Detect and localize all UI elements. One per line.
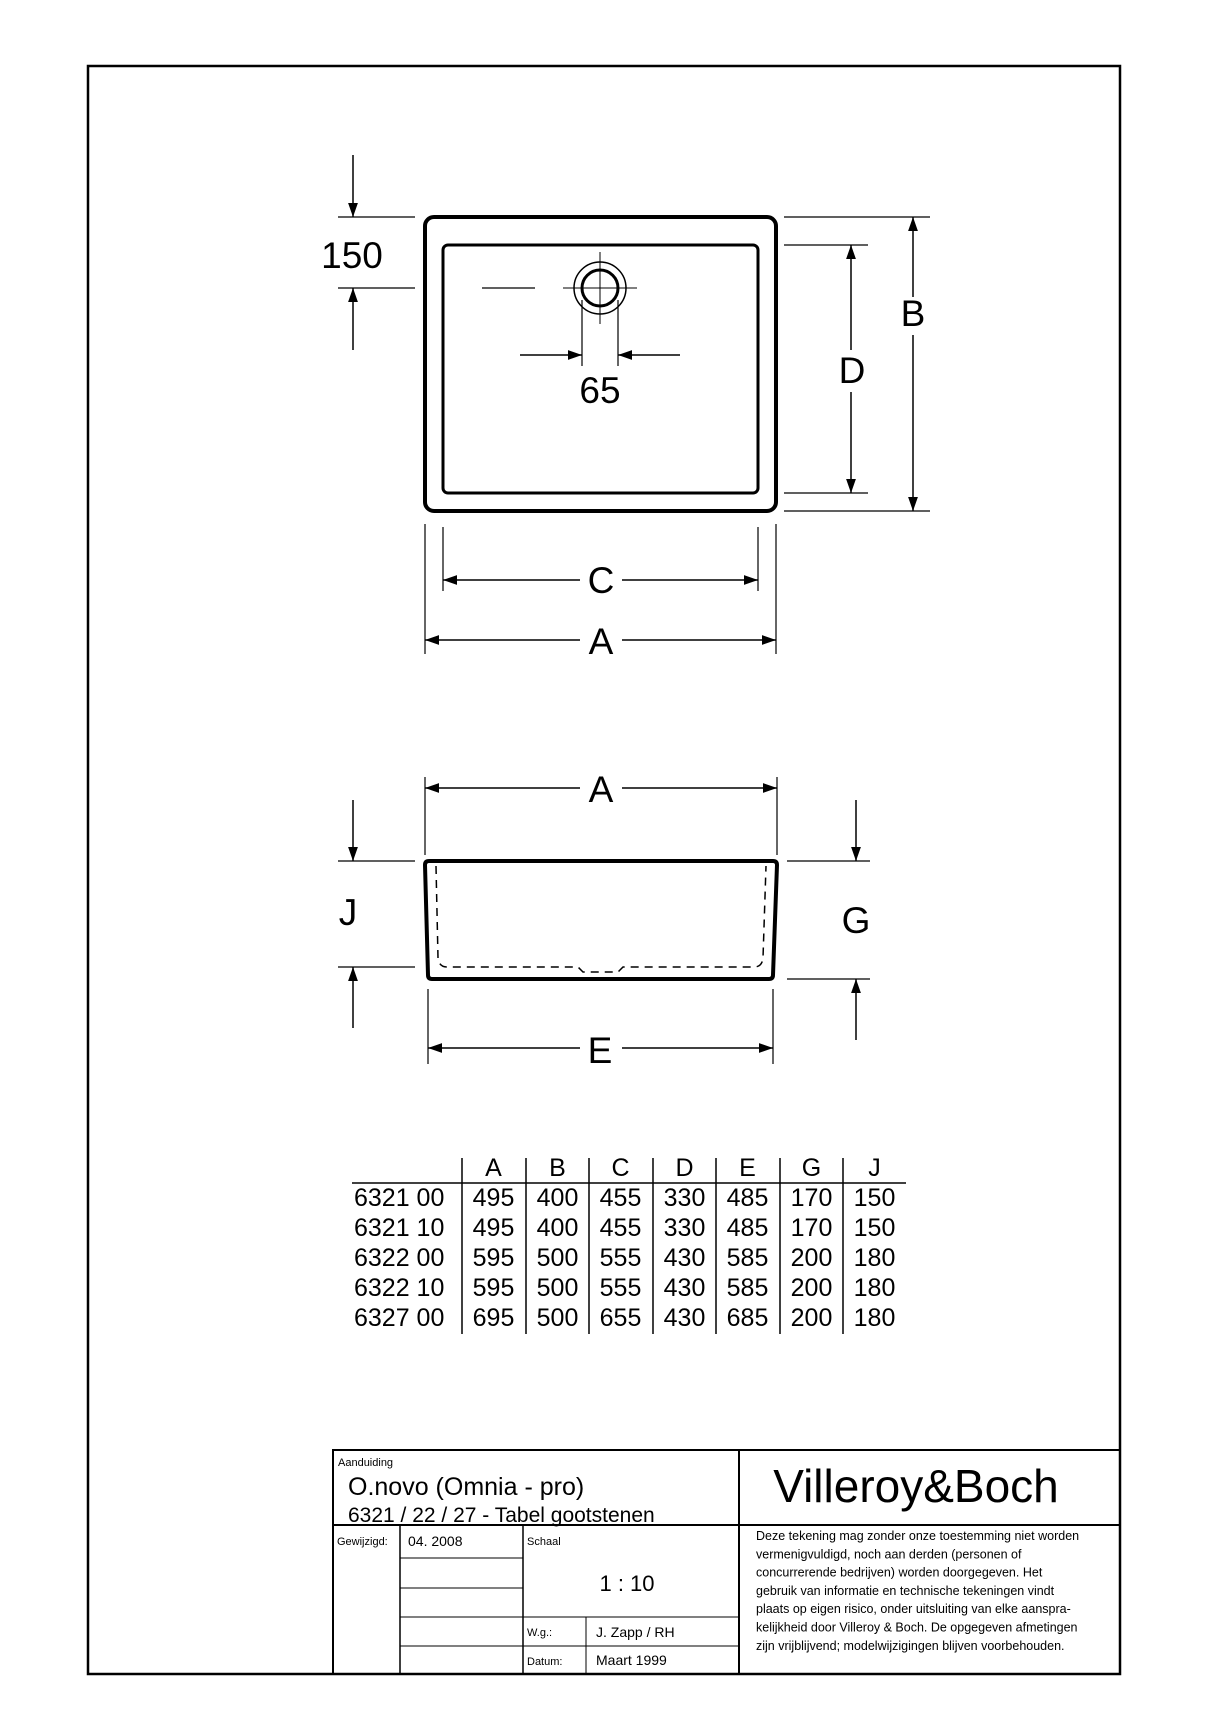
table-cell: 455 — [600, 1214, 642, 1242]
dimension-table: A B C D E G J 6321 00 495 400 455 330 485 170 150 6321 … — [352, 1154, 906, 1334]
table-cell: 200 — [791, 1274, 833, 1302]
sink-outer-rim — [423, 215, 778, 513]
table-cell: 200 — [791, 1304, 833, 1332]
table-cell: 500 — [537, 1304, 579, 1332]
sink-inner-bowl — [441, 243, 760, 495]
table-row-code: 6322 00 — [354, 1244, 444, 1272]
dim-D-label: D — [839, 350, 866, 391]
table-cell: 430 — [664, 1244, 706, 1272]
sink-inner-hidden-line — [435, 865, 767, 973]
table-cell: 585 — [727, 1274, 769, 1302]
dim-A-top-label: A — [589, 621, 614, 662]
schaal-label: Schaal — [527, 1536, 561, 1548]
drawing-frame — [86, 64, 1122, 1676]
disclaimer-line: Deze tekening mag zonder onze toestemmin… — [756, 1529, 1079, 1543]
table-header-cell: J — [868, 1154, 881, 1182]
gewijzigd-value: 04. 2008 — [408, 1533, 463, 1549]
dim-E-label: E — [588, 1030, 613, 1071]
table-header-cell: B — [549, 1154, 566, 1182]
dim-C-label: C — [588, 560, 615, 601]
datum-value: Maart 1999 — [596, 1652, 667, 1668]
table-cell: 330 — [664, 1184, 706, 1212]
disclaimer-line: zijn vrijblijvend; modelwijzigingen blij… — [756, 1639, 1065, 1653]
aanduiding-label: Aanduiding — [338, 1457, 393, 1469]
disclaimer-line: kelijkheid door Villeroy & Boch. De opge… — [756, 1621, 1078, 1635]
table-cell: 170 — [791, 1214, 833, 1242]
table-cell: 655 — [600, 1304, 642, 1332]
side-view — [338, 777, 870, 1064]
table-cell: 150 — [854, 1214, 896, 1242]
table-header-cell: D — [675, 1154, 693, 1182]
table-cell: 500 — [537, 1274, 579, 1302]
table-cell: 485 — [727, 1184, 769, 1212]
table-cell: 555 — [600, 1274, 642, 1302]
dim-150-label: 150 — [321, 235, 383, 276]
table-cell: 430 — [664, 1304, 706, 1332]
disclaimer-line: vermenigvuldigd, noch aan derden (person… — [756, 1547, 1022, 1561]
table-cell: 180 — [854, 1274, 896, 1302]
schaal-value: 1 : 10 — [599, 1571, 654, 1596]
table-cell: 685 — [727, 1304, 769, 1332]
table-cell: 585 — [727, 1244, 769, 1272]
table-row-code: 6321 00 — [354, 1184, 444, 1212]
product-name: O.novo (Omnia - pro) — [348, 1473, 584, 1501]
table-cell: 400 — [537, 1214, 579, 1242]
disclaimer-line: gebruik van informatie en technische tek… — [756, 1584, 1055, 1598]
wg-label: W.g.: — [527, 1627, 552, 1639]
product-subtitle: 6321 / 22 / 27 - Tabel gootstenen — [348, 1504, 655, 1527]
table-cell: 500 — [537, 1244, 579, 1272]
table-cell: 595 — [473, 1244, 515, 1272]
dim-B-label: B — [901, 293, 926, 334]
table-cell: 430 — [664, 1274, 706, 1302]
table-cell: 495 — [473, 1184, 515, 1212]
gewijzigd-label: Gewijzigd: — [337, 1536, 388, 1548]
table-row-code: 6322 10 — [354, 1274, 444, 1302]
table-header-cell: A — [485, 1154, 502, 1182]
wg-value: J. Zapp / RH — [596, 1624, 675, 1640]
table-header-cell: C — [611, 1154, 629, 1182]
dim-J-label: J — [339, 892, 358, 933]
sink-side-profile — [422, 859, 780, 981]
table-cell: 695 — [473, 1304, 515, 1332]
table-cell: 170 — [791, 1184, 833, 1212]
top-view — [338, 155, 930, 654]
table-cell: 180 — [854, 1244, 896, 1272]
disclaimer-line: concurrerende bedrijven) worden doorgege… — [756, 1566, 1043, 1580]
table-cell: 200 — [791, 1244, 833, 1272]
table-header-cell: G — [802, 1154, 821, 1182]
disclaimer: Deze tekening mag zonder onze toestemmin… — [756, 1529, 1079, 1653]
dim-65-label: 65 — [579, 370, 620, 411]
title-block — [332, 1449, 1121, 1675]
table-cell: 180 — [854, 1304, 896, 1332]
table-cell: 485 — [727, 1214, 769, 1242]
disclaimer-line: plaats op eigen risico, onder uitsluitin… — [756, 1602, 1071, 1616]
table-cell: 455 — [600, 1184, 642, 1212]
table-row-code: 6321 10 — [354, 1214, 444, 1242]
datum-label: Datum: — [527, 1656, 562, 1668]
dim-G-label: G — [842, 900, 871, 941]
table-cell: 595 — [473, 1274, 515, 1302]
table-header-cell: E — [739, 1154, 756, 1182]
brand-logo: Villeroy&Boch — [773, 1460, 1059, 1512]
dim-A-side-label: A — [589, 769, 614, 810]
table-cell: 495 — [473, 1214, 515, 1242]
table-row-code: 6327 00 — [354, 1304, 444, 1332]
table-cell: 555 — [600, 1244, 642, 1272]
table-cell: 400 — [537, 1184, 579, 1212]
table-cell: 330 — [664, 1214, 706, 1242]
table-cell: 150 — [854, 1184, 896, 1212]
